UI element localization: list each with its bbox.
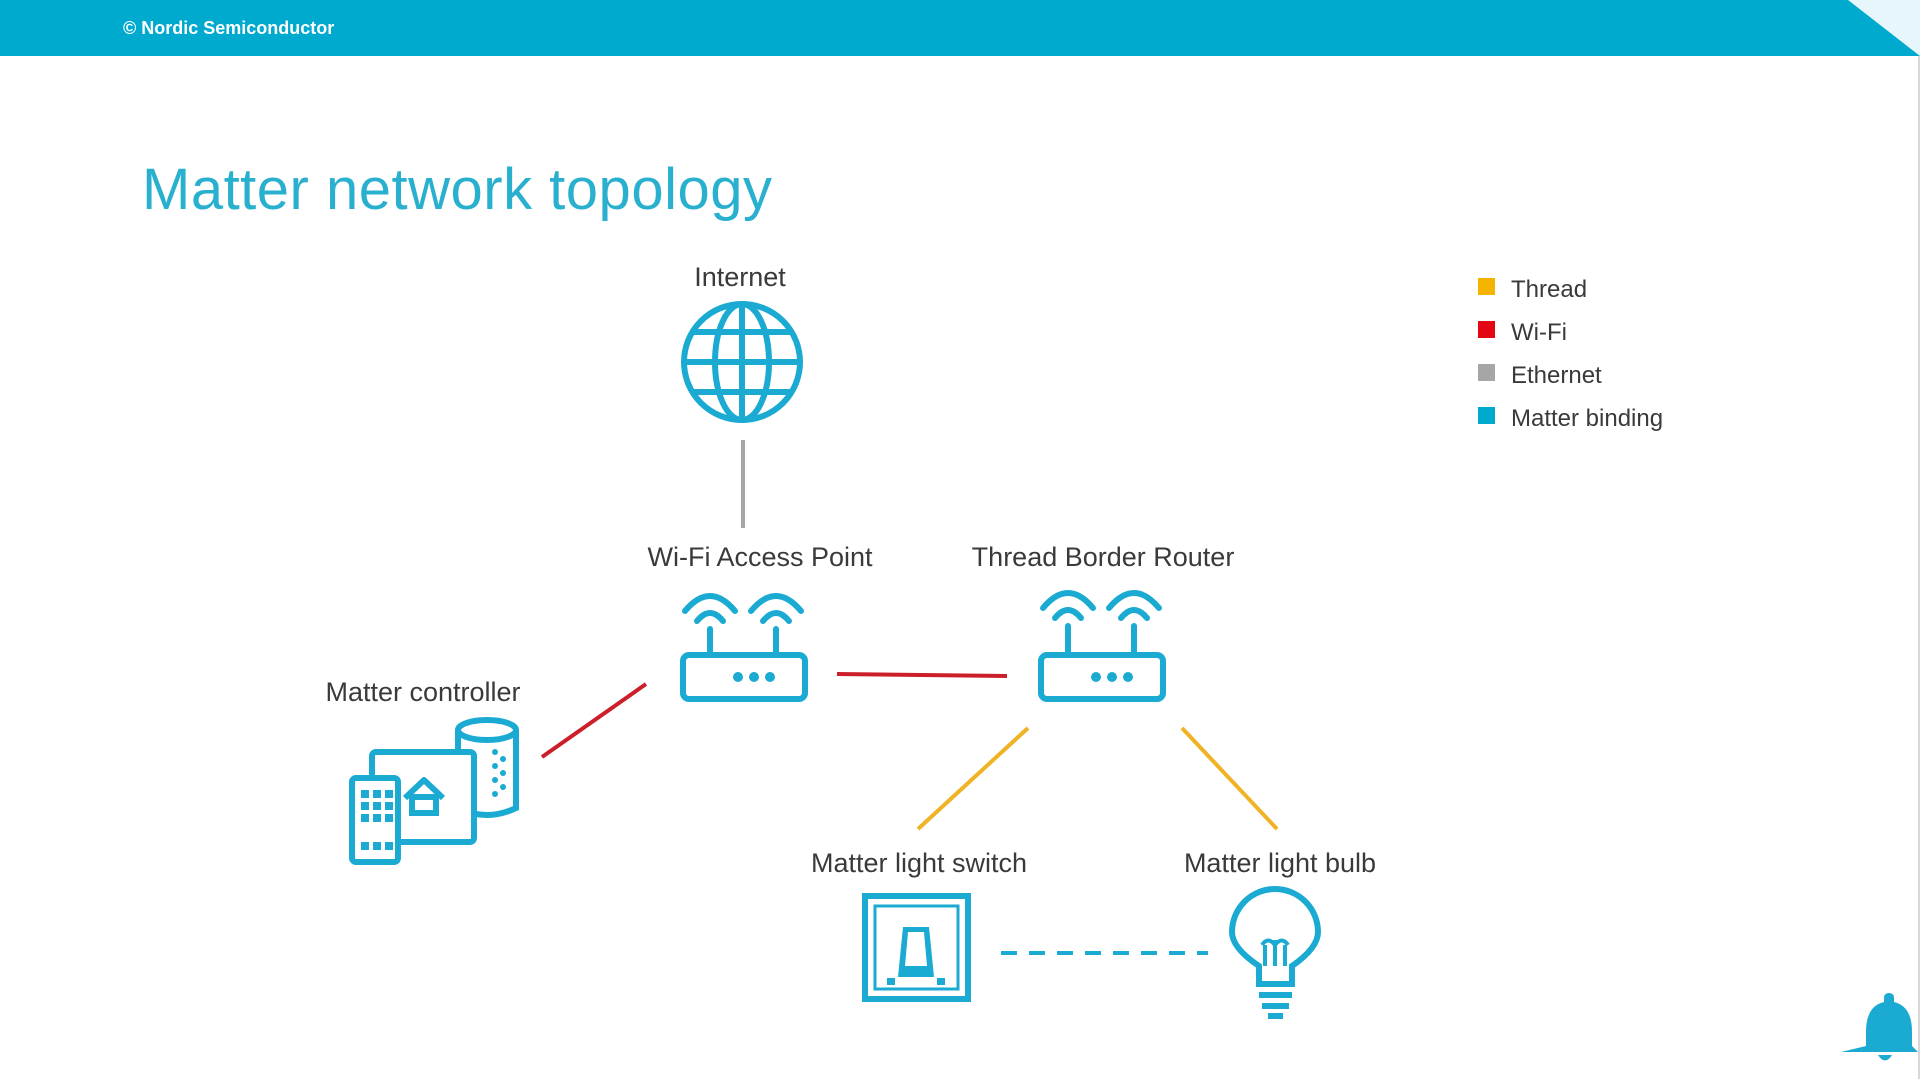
light-bulb-icon: [1228, 886, 1322, 1019]
legend-item-ethernet: Ethernet: [1478, 354, 1663, 397]
controller-devices-detail: [361, 749, 506, 850]
legend-swatch-wifi: [1478, 321, 1495, 338]
router-icon: [1038, 590, 1166, 702]
top-bar-corner: [1848, 0, 1920, 56]
matter-controller-label: Matter controller: [325, 677, 521, 707]
thread-link-bulb: [1180, 726, 1279, 831]
wifi-link-ap-border-router: [836, 672, 1008, 678]
top-bar: © Nordic Semiconductor: [0, 0, 1920, 56]
legend-label-matter-binding: Matter binding: [1511, 404, 1664, 432]
matter-light-bulb-label: Matter light bulb: [1183, 848, 1377, 878]
light-switch-icon: [862, 893, 971, 1002]
slide-title: Matter network topology: [142, 157, 773, 222]
legend-swatch-matter-binding: [1478, 407, 1495, 424]
right-edge-border: [1918, 56, 1920, 1079]
bell-icon: [1841, 993, 1918, 1061]
legend-item-thread: Thread: [1478, 268, 1663, 311]
thread-border-router-label: Thread Border Router: [971, 542, 1235, 572]
copyright-text: © Nordic Semiconductor: [123, 18, 335, 38]
thread-link-switch: [916, 726, 1030, 831]
legend-item-wifi: Wi-Fi: [1478, 311, 1663, 354]
legend-label-wifi: Wi-Fi: [1511, 318, 1567, 346]
legend-item-matter-binding: Matter binding: [1478, 397, 1663, 440]
legend-label-ethernet: Ethernet: [1511, 361, 1602, 389]
wifi-access-point-label: Wi-Fi Access Point: [647, 542, 873, 572]
internet-label: Internet: [694, 262, 786, 292]
legend-swatch-thread: [1478, 278, 1495, 295]
legend: Thread Wi-Fi Ethernet Matter binding: [1478, 268, 1663, 440]
legend-swatch-ethernet: [1478, 364, 1495, 381]
matter-light-switch-label: Matter light switch: [810, 848, 1028, 878]
wifi-link-ap-controller: [540, 682, 648, 759]
router-icon: [680, 593, 808, 702]
legend-label-thread: Thread: [1511, 275, 1588, 303]
globe-icon: [681, 301, 803, 423]
